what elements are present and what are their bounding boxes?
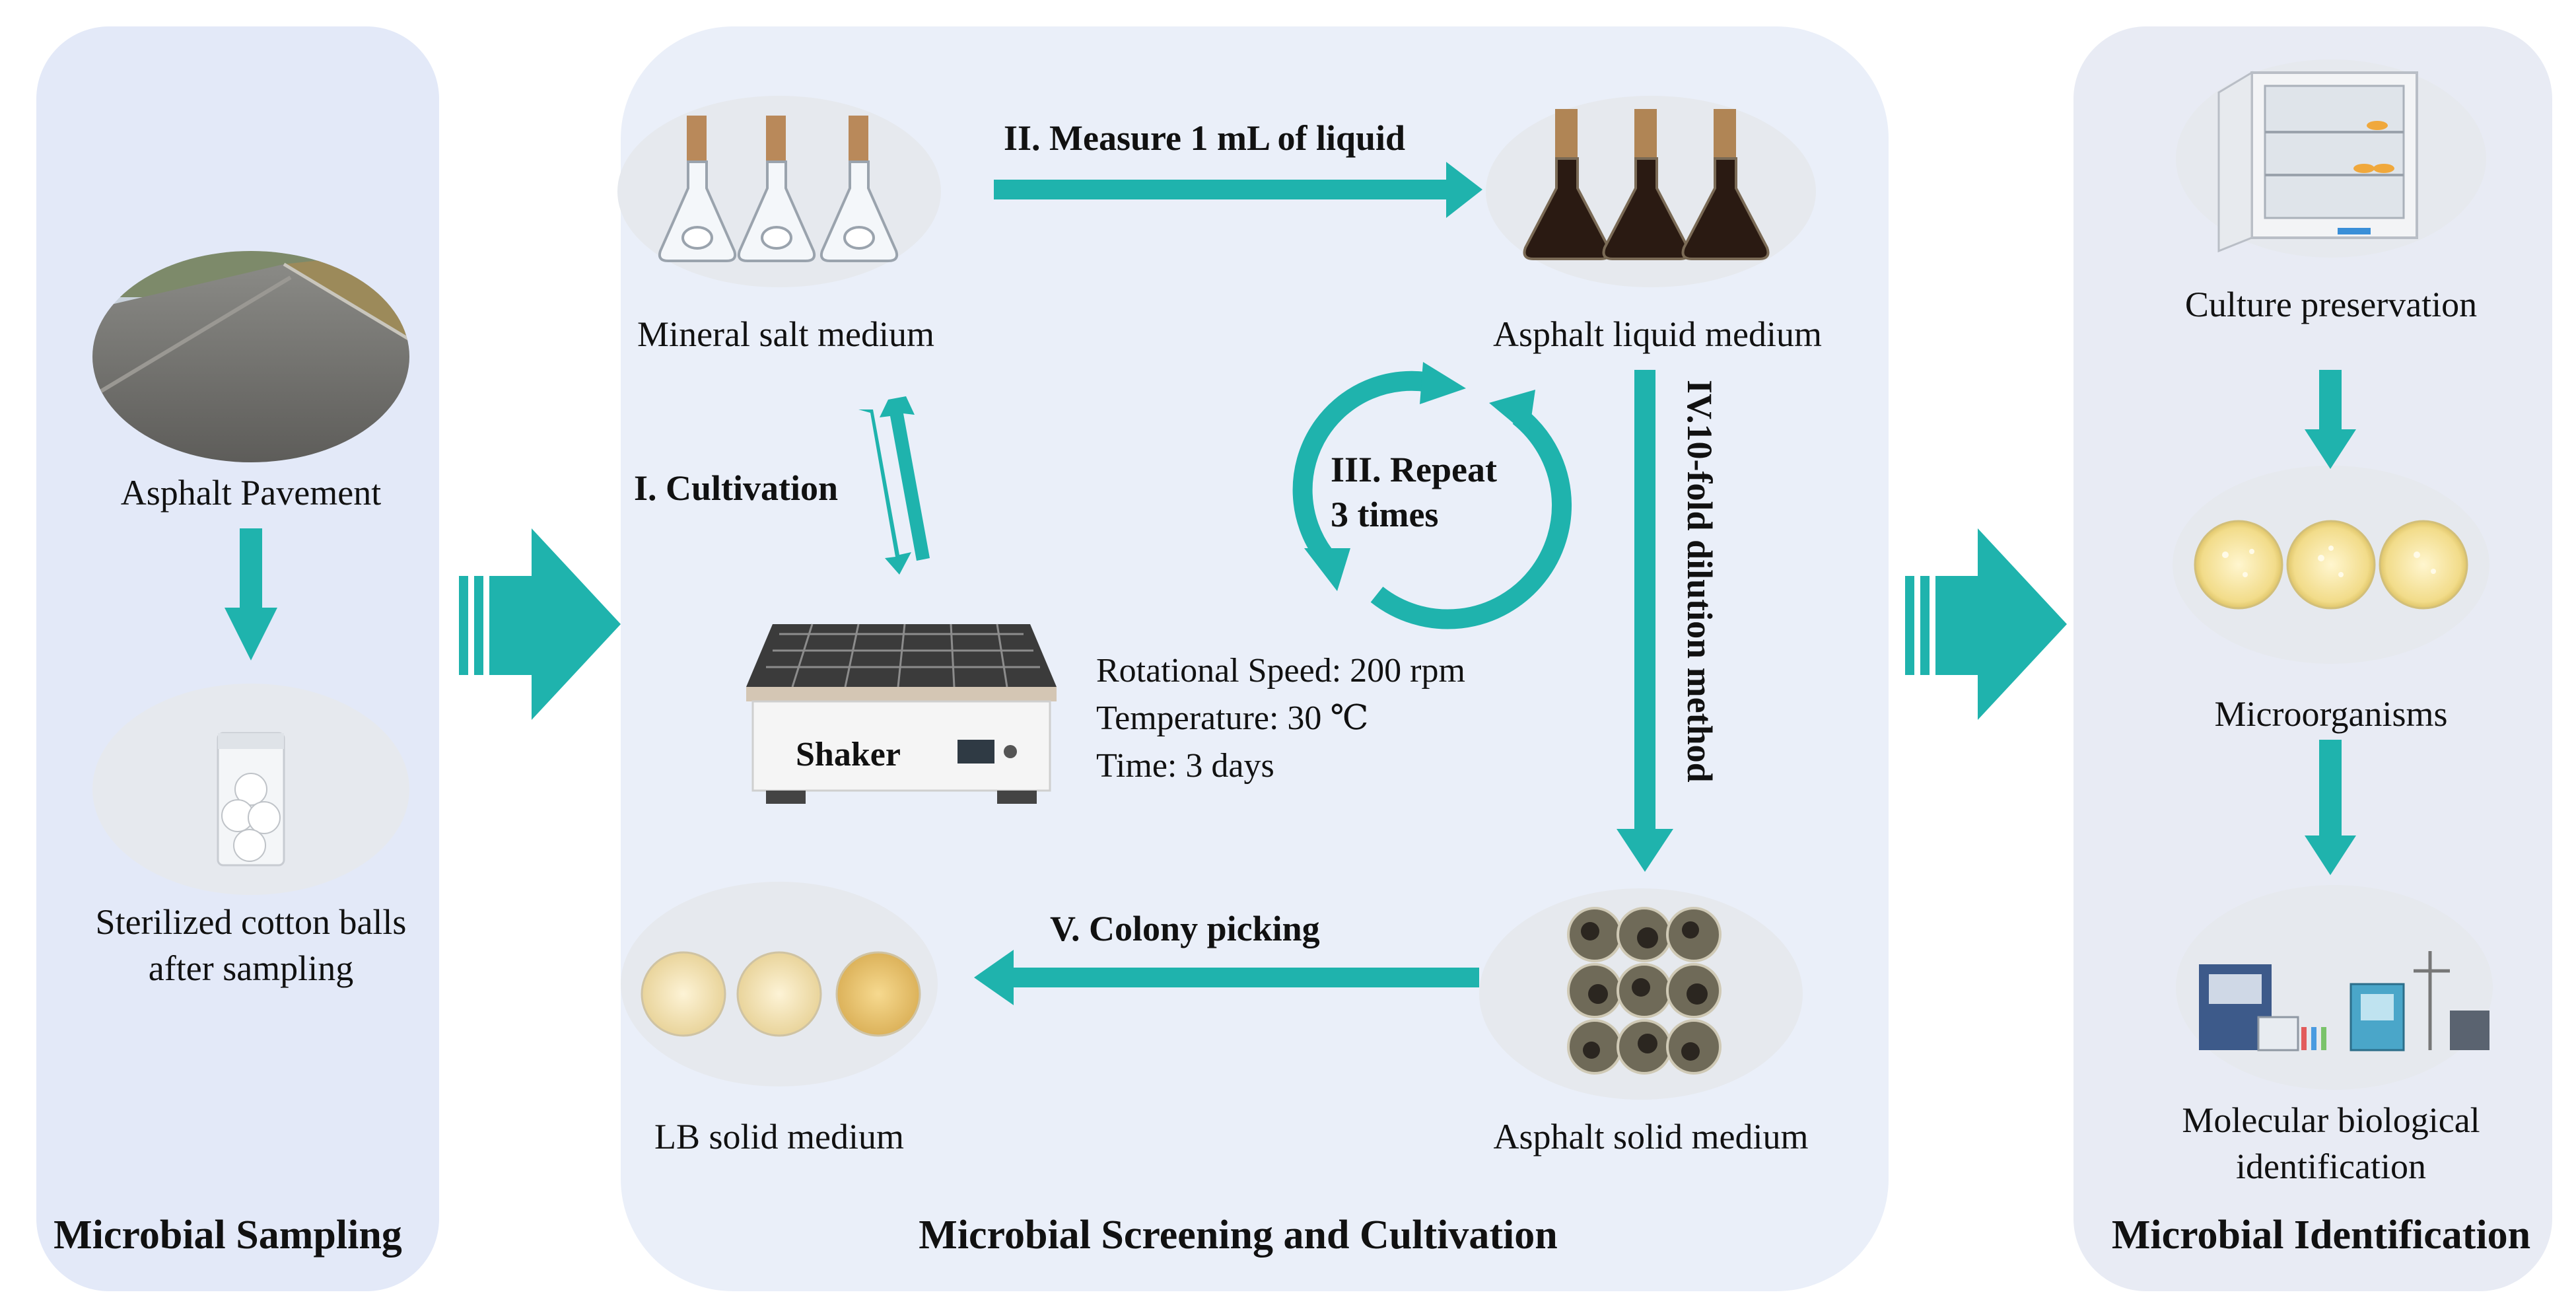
screening-title: Microbial Screening and Cultivation xyxy=(919,1213,1558,1258)
repeat-step-line1: III. Repeat xyxy=(1331,450,1497,489)
repeat-step-line2: 3 times xyxy=(1331,495,1439,534)
asphalt-liquid-flasks xyxy=(1523,109,1770,260)
sampling-panel xyxy=(36,26,439,1291)
microorganism-plates xyxy=(2194,520,2468,610)
measure-step-label: II. Measure 1 mL of liquid xyxy=(1004,118,1406,158)
cultivation-arrows xyxy=(858,396,930,575)
asphalt-liquid-label: Asphalt liquid medium xyxy=(1493,314,1822,354)
cotton-label-line2: after sampling xyxy=(148,948,354,988)
temperature-param: Temperature: 30 ℃ xyxy=(1096,699,1369,737)
rotational-speed-param: Rotational Speed: 200 rpm xyxy=(1096,652,1465,690)
flow-arrows xyxy=(225,162,2356,1005)
asphalt-pavement-photo xyxy=(92,251,409,462)
colony-step-label: V. Colony picking xyxy=(1050,909,1320,948)
mineral-salt-label: Mineral salt medium xyxy=(637,314,934,354)
sampling-title: Microbial Sampling xyxy=(53,1213,402,1258)
time-param: Time: 3 days xyxy=(1096,747,1274,785)
shaker-label: Shaker xyxy=(796,736,901,773)
identification-title: Microbial Identification xyxy=(2111,1213,2531,1258)
cotton-label-line1: Sterilized cotton balls xyxy=(95,902,407,942)
culture-preservation-label: Culture preservation xyxy=(2184,285,2478,324)
molecular-label-line2: identification xyxy=(2236,1147,2426,1186)
repeat-cycle-arrows xyxy=(1292,371,1572,629)
molecular-label-line1: Molecular biological xyxy=(2182,1100,2480,1140)
asphalt-pavement-label: Asphalt Pavement xyxy=(120,473,382,513)
cultivation-step-label: I. Cultivation xyxy=(634,468,839,508)
dilution-step-label: IV.10-fold dilution method xyxy=(1680,380,1720,783)
cotton-balls-bag xyxy=(217,732,285,867)
mineral-salt-flasks xyxy=(658,116,899,262)
incubator-device xyxy=(2217,71,2418,253)
asphalt-solid-label: Asphalt solid medium xyxy=(1493,1117,1809,1156)
lb-solid-label: LB solid medium xyxy=(654,1117,904,1156)
lab-equipment xyxy=(2199,951,2489,1051)
microorganisms-label: Microorganisms xyxy=(2214,694,2448,734)
shaker-device xyxy=(746,623,1057,804)
lb-solid-plates xyxy=(641,951,921,1037)
